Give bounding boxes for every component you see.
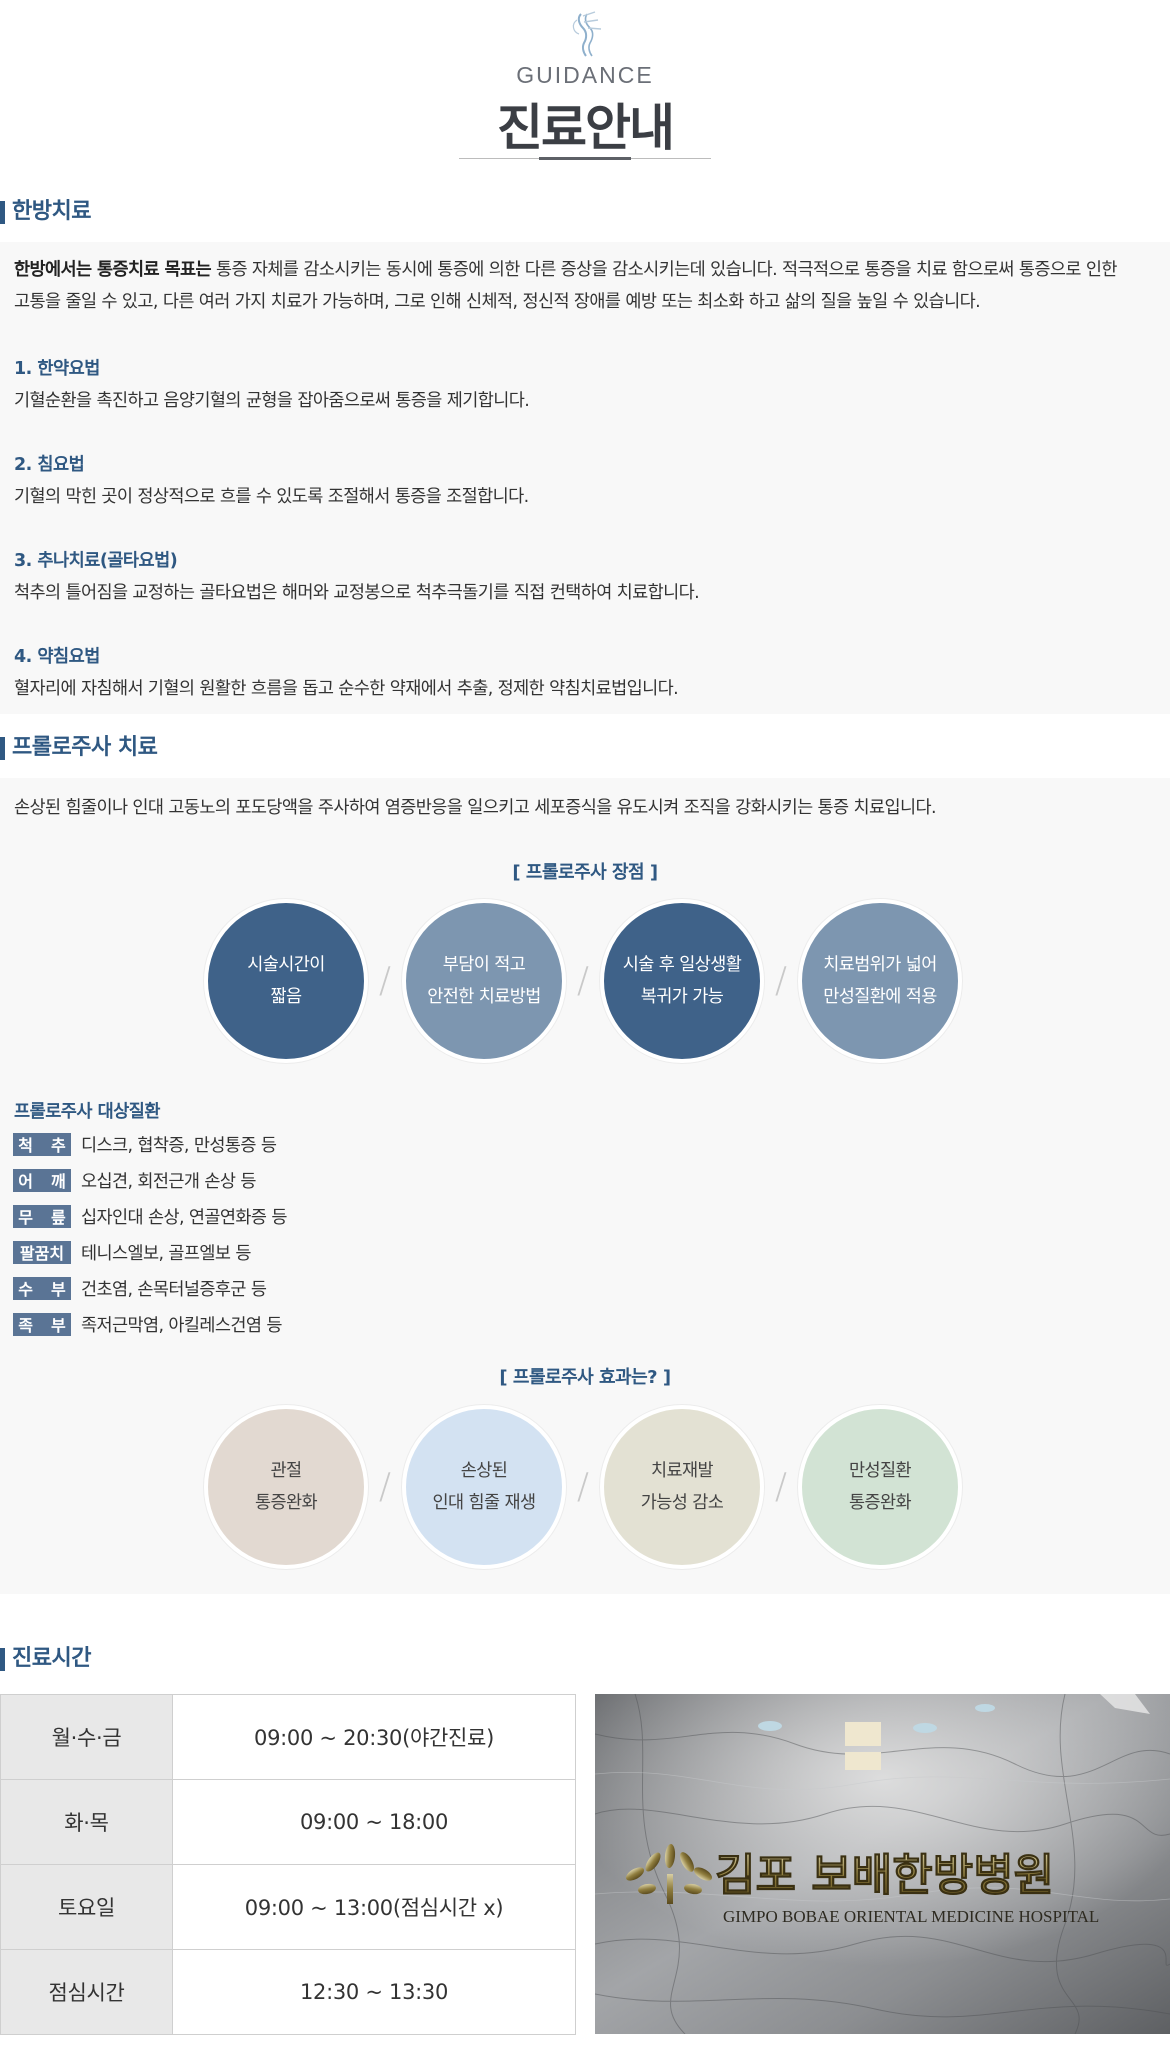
herbal-item-text: 기혈순환을 촉진하고 음양기혈의 균형을 잡아줌으로써 통증을 제기합니다. xyxy=(14,391,530,411)
disease-tag: 팔꿈치 xyxy=(13,1240,71,1264)
prolo-box: 손상된 힘줄이나 인대 고동노의 포도당액을 주사하여 염증반응을 일으키고 세… xyxy=(0,778,1170,1594)
herbal-item-text: 기혈의 막힌 곳이 정상적으로 흐를 수 있도록 조절해서 통증을 조절합니다. xyxy=(14,487,529,507)
herbal-item-text: 혈자리에 자침해서 기혈의 원활한 흐름을 돕고 순수한 약재에서 추출, 정제… xyxy=(14,679,679,699)
hospital-sign-photo: 김포 보배한방병원 GIMPO BOBAE ORIENTAL MEDICINE … xyxy=(595,1694,1170,2034)
section-title-prolo: 프롤로주사 치료 xyxy=(0,732,158,764)
page-header: GUIDANCE 진료안내 xyxy=(0,0,1170,170)
advantage-line2: 안전한 치료방법 xyxy=(427,987,541,1007)
slash-divider: / xyxy=(378,1466,392,1507)
herbal-intro-bold: 한방에서는 통증치료 목표는 xyxy=(14,260,212,280)
herbal-intro-line1: 통증 자체를 감소시키는 동시에 통증에 의한 다른 증상을 감소시키는데 있습… xyxy=(210,260,1118,280)
hours-day: 화·목 xyxy=(0,1779,173,1865)
effect-circle: 관절 통증완화 xyxy=(204,1405,368,1569)
advantage-circle: 부담이 적고 안전한 치료방법 xyxy=(402,899,566,1063)
slash-divider: / xyxy=(576,1466,590,1507)
disease-text: 오십견, 회전근개 손상 등 xyxy=(81,1171,256,1192)
disease-text: 건초염, 손목터널증후군 등 xyxy=(81,1279,267,1300)
herbal-box: 한방에서는 통증치료 목표는 통증 자체를 감소시키는 동시에 통증에 의한 다… xyxy=(0,242,1170,714)
slash-divider: / xyxy=(774,1466,788,1507)
effect-line2: 통증완화 xyxy=(255,1493,318,1513)
title-divider-accent xyxy=(539,157,631,160)
slash-divider: / xyxy=(576,960,590,1001)
herbal-item-heading: 4. 약침요법 xyxy=(14,647,100,667)
prolo-intro: 손상된 힘줄이나 인대 고동노의 포도당액을 주사하여 염증반응을 일으키고 세… xyxy=(14,798,937,818)
herbal-intro-line2: 고통을 줄일 수 있고, 다른 여러 가지 치료가 가능하며, 그로 인해 신체… xyxy=(14,292,981,312)
slash-divider: / xyxy=(774,960,788,1001)
hospital-sign-image: 김포 보배한방병원 GIMPO BOBAE ORIENTAL MEDICINE … xyxy=(595,1694,1170,2034)
spine-icon xyxy=(572,11,602,57)
table-row: 화·목 09:00 ~ 18:00 xyxy=(0,1779,576,1865)
table-row: 월·수·금 09:00 ~ 20:30(야간진료) xyxy=(0,1694,576,1780)
hours-day: 점심시간 xyxy=(0,1949,173,2035)
disease-text: 테니스엘보, 골프엘보 등 xyxy=(81,1243,251,1264)
disease-text: 십자인대 손상, 연골연화증 등 xyxy=(81,1207,287,1228)
prolo-diseases-title: 프롤로주사 대상질환 xyxy=(14,1102,161,1122)
hours-day: 월·수·금 xyxy=(0,1694,173,1780)
effect-line1: 손상된 xyxy=(460,1461,508,1481)
hours-time: 12:30 ~ 13:30 xyxy=(172,1949,576,2035)
hours-time: 09:00 ~ 13:00(점심시간 x) xyxy=(172,1864,576,1950)
herbal-intro: 한방에서는 통증치료 목표는 통증 자체를 감소시키는 동시에 통증에 의한 다… xyxy=(14,254,1154,318)
advantage-circle: 치료범위가 넓어 만성질환에 적용 xyxy=(798,899,962,1063)
effect-line1: 치료재발 xyxy=(651,1461,714,1481)
disease-text: 족저근막염, 아킬레스건염 등 xyxy=(81,1315,282,1336)
advantage-line1: 치료범위가 넓어 xyxy=(823,955,937,975)
advantage-line2: 복귀가 가능 xyxy=(640,987,724,1007)
prolo-effects-title: [ 프롤로주사 효과는? ] xyxy=(499,1367,671,1388)
prolo-advantages-title: [ 프롤로주사 장점 ] xyxy=(512,862,658,883)
herbal-item-text: 척추의 틀어짐을 교정하는 골타요법은 해머와 교정봉으로 척추극돌기를 직접 … xyxy=(14,583,700,603)
sign-kor-text: 김포 보배한방병원 xyxy=(715,1850,1054,1901)
herbal-item-heading: 1. 한약요법 xyxy=(14,359,100,379)
advantage-line2: 만성질환에 적용 xyxy=(823,987,937,1007)
effect-circle: 만성질환 통증완화 xyxy=(798,1405,962,1569)
table-row: 점심시간 12:30 ~ 13:30 xyxy=(0,1949,576,2035)
advantage-circle: 시술시간이 짧음 xyxy=(204,899,368,1063)
section-title-herbal: 한방치료 xyxy=(0,196,91,228)
effect-line2: 통증완화 xyxy=(849,1493,912,1513)
hours-time: 09:00 ~ 20:30(야간진료) xyxy=(172,1694,576,1780)
effect-circle: 손상된 인대 힘줄 재생 xyxy=(402,1405,566,1569)
section-title-hours: 진료시간 xyxy=(0,1643,91,1675)
page-title: 진료안내 xyxy=(497,99,675,157)
effect-line2: 가능성 감소 xyxy=(640,1493,724,1513)
sign-eng-text: GIMPO BOBAE ORIENTAL MEDICINE HOSPITAL xyxy=(723,1907,1099,1926)
advantage-line2: 짧음 xyxy=(270,987,303,1007)
hours-day: 토요일 xyxy=(0,1864,173,1950)
herbal-item-heading: 3. 추나치료(골타요법) xyxy=(14,551,178,571)
slash-divider: / xyxy=(378,960,392,1001)
advantage-line1: 시술 후 일상생활 xyxy=(622,955,742,975)
herbal-item-heading: 2. 침요법 xyxy=(14,455,85,475)
effect-circle: 치료재발 가능성 감소 xyxy=(600,1405,764,1569)
effect-line1: 만성질환 xyxy=(849,1461,912,1481)
advantage-line1: 부담이 적고 xyxy=(442,955,526,975)
disease-text: 디스크, 협착증, 만성통증 등 xyxy=(81,1135,277,1156)
advantage-circle: 시술 후 일상생활 복귀가 가능 xyxy=(600,899,764,1063)
advantage-line1: 시술시간이 xyxy=(247,955,325,975)
hours-time: 09:00 ~ 18:00 xyxy=(172,1779,576,1865)
table-row: 토요일 09:00 ~ 13:00(점심시간 x) xyxy=(0,1864,576,1950)
effect-line2: 인대 힘줄 재생 xyxy=(432,1493,537,1513)
hours-table: 월·수·금 09:00 ~ 20:30(야간진료) 화·목 09:00 ~ 18… xyxy=(0,1694,576,2035)
header-eng-title: GUIDANCE xyxy=(516,62,654,88)
effect-line1: 관절 xyxy=(270,1461,303,1481)
disease-row: 팔꿈치 테니스엘보, 골프엘보 등 xyxy=(13,1240,251,1264)
